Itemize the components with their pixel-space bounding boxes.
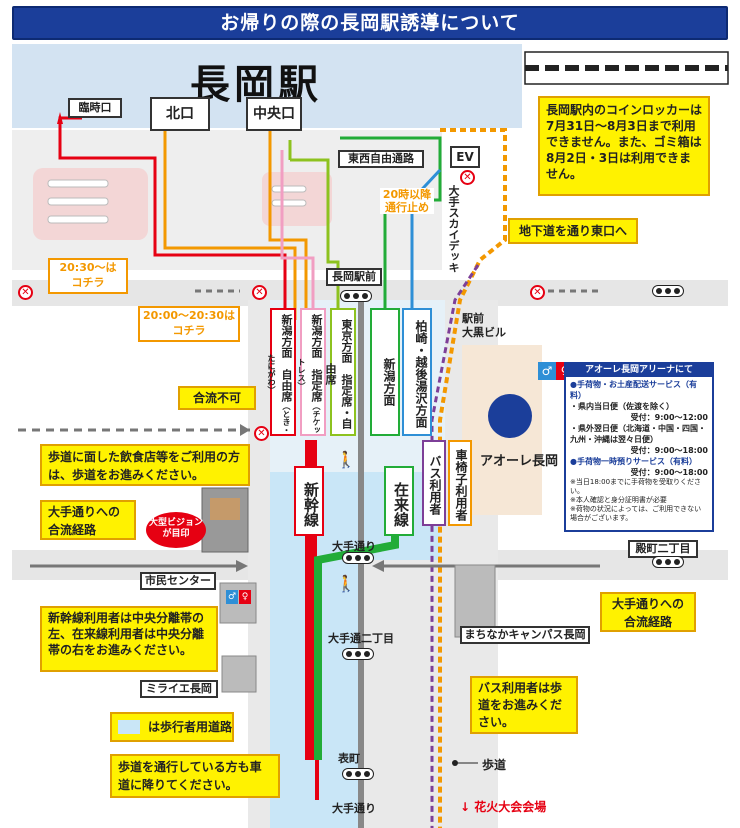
label-bus: バス利用者	[422, 440, 446, 526]
traffic-signal-icon	[342, 552, 374, 564]
label-omotemachi: 表町	[338, 752, 360, 765]
svc1: ●手荷物・お土産配送サービス（有料）	[570, 380, 697, 400]
route-bus	[430, 264, 480, 828]
ev-box: EV	[450, 146, 480, 168]
label-machinaka: まちなかキャンパス長岡	[460, 626, 590, 644]
fine1: ※当日18:00までに手荷物を受取りください。	[570, 478, 702, 495]
note-merge-left: 大手通りへの合流経路	[40, 500, 136, 540]
miraie-building	[221, 655, 257, 693]
route-label-niigata-local: 新潟方面	[370, 308, 400, 436]
svc1-a: ・県内当日便（佐渡を除く）	[570, 402, 674, 411]
east-west-passage: 東西自由通路	[338, 150, 424, 168]
no-entry-icon: ✕	[460, 170, 475, 185]
route-label-niigata-reserved: 新潟方面 指定席（チケットレス）	[297, 308, 326, 436]
label-shinkansen: 新幹線	[294, 466, 324, 536]
page-title: お帰りの際の長岡駅誘導について	[12, 6, 728, 40]
label-sidewalk: 歩道	[482, 758, 507, 772]
label-zairaisen: 在来線	[384, 466, 414, 536]
traffic-signal-icon	[652, 285, 684, 297]
exit-temp: 臨時口	[68, 98, 122, 118]
note-underpass: 地下道を通り東口へ	[508, 218, 638, 244]
machinaka-building	[454, 564, 496, 638]
route-label-niigata-free: 新潟方面 自由席（とき・たにがわ）	[267, 308, 296, 436]
svc1-b-time: 受付：9:00～18:00	[630, 446, 708, 455]
note-from-2000: 20:00～20:30は コチラ	[138, 306, 240, 342]
vision-badge: 大型ビジョンが目印	[146, 512, 206, 548]
toilet-female-icon: ♀	[239, 590, 251, 604]
route-skydeck	[438, 128, 507, 828]
note-after-2030: 20:30～は コチラ	[48, 258, 128, 294]
kitchen-sub: （とき・たにがわ）	[267, 354, 291, 434]
ticketless-sub: （チケットレス）	[297, 358, 321, 434]
fine3: ※荷物の状況によっては、ご利用できない場合がございます。	[570, 505, 702, 522]
route-pink	[280, 150, 315, 320]
note-no-merge: 合流不可	[178, 386, 256, 410]
traffic-signal-icon	[342, 768, 374, 780]
no-entry-icon: ✕	[18, 285, 33, 300]
route-label-kashiwazaki: 柏崎・越後湯沢方面	[402, 308, 432, 436]
label-aore: アオーレ長岡	[480, 454, 559, 469]
aore-info-heading: アオーレ長岡アリーナにて	[566, 364, 712, 377]
note-merge-right: 大手通りへの 合流経路	[600, 592, 696, 632]
note-shinkansen-guide: 新幹線利用者は中央分離帯の左、在来線利用者は中央分離帯の右をお進みください。	[40, 606, 218, 672]
note-restaurants: 歩道に面した飲食店等をご利用の方は、歩道をお進みください。	[40, 444, 250, 486]
pedestrian-legend-swatch	[118, 720, 140, 734]
traffic-signal-icon	[342, 648, 374, 660]
label-shimin: 市民センター	[140, 572, 216, 590]
label-daikoku: 駅前 大黒ビル	[462, 312, 506, 339]
niigata-free-text: 新潟方面 自由席	[280, 314, 293, 402]
aore-info-box: アオーレ長岡アリーナにて ●手荷物・お土産配送サービス（有料） ・県内当日便（佐…	[564, 362, 714, 532]
no-entry-icon: ✕	[254, 426, 269, 441]
label-otedori: 大手通り	[332, 540, 376, 553]
no-entry-icon: ✕	[530, 285, 545, 300]
pedestrian-signal-icon: 🚶	[336, 450, 356, 469]
skydeck-label: 大手スカイデッキ	[447, 185, 460, 273]
bus-terminal-east	[262, 172, 332, 226]
svc1-a-time: 受付：9:00～12:00	[630, 413, 708, 422]
pedestrian-legend-text: は歩行者用道路	[148, 720, 233, 734]
svc1-b: ・県外翌日便（北海道・中国・四国・九州・沖縄は翌々日便）	[570, 424, 706, 444]
toilet-male-icon: ♂	[226, 590, 238, 604]
note-bus: バス利用者は歩道をお進みください。	[470, 676, 578, 734]
route-orange	[163, 118, 297, 320]
station-front: 長岡駅前	[326, 268, 382, 286]
route-green	[340, 136, 442, 320]
route-label-tokyo: 東京方面 指定席・自由席	[324, 308, 356, 436]
no-entry-icon: ✕	[252, 285, 267, 300]
pedestrian-signal-icon: 🚶	[336, 574, 356, 593]
aore-logo-icon	[488, 394, 532, 438]
note-pedestrian-legend: は歩行者用道路	[110, 712, 234, 742]
exit-central: 中央口	[246, 97, 302, 131]
label-otedori-bottom: 大手通り	[332, 802, 376, 815]
svc2: ●手荷物一時預りサービス（有料）	[570, 457, 697, 466]
niigata-reserved-text: 新潟方面 指定席	[310, 314, 323, 402]
traffic-signal-icon	[340, 290, 372, 302]
svc2-time: 受付：9:00～18:00	[630, 468, 708, 477]
median-strip	[358, 300, 364, 828]
note-sidewalk: 歩道を通行している方も車道に降りてください。	[110, 754, 280, 798]
toilet-male-icon: ♂	[538, 362, 556, 380]
label-wheelchair: 車椅子利用者	[448, 440, 472, 526]
label-otedori2: 大手通二丁目	[328, 632, 394, 645]
exit-north: 北口	[150, 97, 210, 131]
label-miraie: ミライエ長岡	[140, 680, 218, 698]
label-fireworks: ↓ 花火大会会場	[460, 800, 547, 814]
skydeck-closed: 20時以降通行止め	[380, 188, 434, 214]
fine2: ※本人確認と身分証明書が必要	[570, 496, 667, 504]
note-locker: 長岡駅内のコインロッカーは7月31日～8月3日まで利用できません。また、ゴミ箱は…	[538, 96, 710, 196]
traffic-signal-icon	[652, 556, 684, 568]
rail-tracks	[524, 51, 729, 85]
